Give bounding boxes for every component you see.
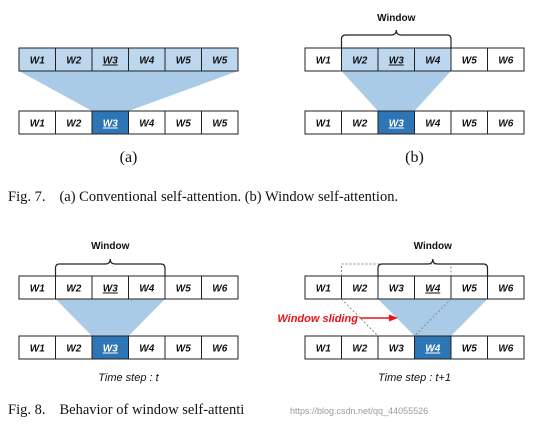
fig8-left-top-cell-5-label: W5: [176, 284, 191, 295]
fig7b-bottom-cell-4-label: W4: [425, 119, 440, 130]
fig7b-top-cell-2-label: W2: [352, 56, 367, 67]
fig8-right-bottom-cell-4-label: W4: [425, 344, 440, 355]
fig7a-bottom-cell-2-label: W2: [66, 119, 81, 130]
window-sliding-label: Window sliding: [277, 313, 358, 325]
fig7a-bottom-cell-6: [201, 110, 239, 135]
fig8-left-window-bracket: [54, 258, 166, 276]
fig8-right-window-label: Window: [414, 241, 452, 252]
fig7b-top-cell-3-label: W3: [389, 56, 404, 67]
fig8-left-bottom-cell-6-label: W6: [212, 344, 227, 355]
fig8-right-bottom-cell-5-label: W5: [462, 344, 477, 355]
fig7a-top-cell-5-label: W5: [176, 56, 191, 67]
fig8-left-bottom-cell-6: [201, 335, 239, 360]
fig7a-bottom-cell-5-label: W5: [176, 119, 191, 130]
fig8-right-bottom-cell-6: [487, 335, 525, 360]
fig8-caption-text: Behavior of window self-attenti: [59, 402, 245, 418]
fig7a-top-cell-6: [201, 47, 239, 72]
window-sliding-arrow-head: [388, 314, 399, 322]
fig8-right-top-cell-3-label: W3: [389, 284, 404, 295]
panel-label-b: (b): [405, 149, 424, 166]
fig8-left-bottom-cell-5-label: W5: [176, 344, 191, 355]
fig8-right-window-bracket: [377, 258, 489, 276]
fig7b-attention-funnel: [341, 71, 451, 111]
fig7-caption-number: Fig. 7.: [8, 189, 46, 205]
fig7b-top-cell-1-label: W1: [316, 56, 331, 67]
fig8-left-attention-funnel: [55, 299, 165, 336]
fig8-left-bottom-cell-1-label: W1: [30, 344, 45, 355]
fig7b-window-bracket: [340, 29, 452, 48]
fig8-right-top-cell-6: [487, 275, 525, 300]
fig8-right-previous-window-dotted: [341, 263, 452, 276]
fig8-right-bottom-cell-1-label: W1: [316, 344, 331, 355]
fig7b-bottom-cell-6: [487, 110, 525, 135]
fig7b-bottom-cell-6-label: W6: [498, 119, 513, 130]
fig8-left-top-cell-1-label: W1: [30, 284, 45, 295]
fig7a-top-cell-6-label: W5: [212, 56, 227, 67]
fig7a-bottom-cell-3-label: W3: [103, 119, 118, 130]
fig8-right-top-cell-2-label: W2: [352, 284, 367, 295]
fig8-left-top-cell-6-label: W6: [212, 284, 227, 295]
watermark: https://blog.csdn.net/qq_44055526: [290, 406, 429, 416]
token-cells-layer: [18, 47, 525, 360]
fig7b-bottom-cell-3-label: W3: [389, 119, 404, 130]
fig7b-top-cell-6: [487, 47, 525, 72]
fig7b-top-cell-5-label: W5: [462, 56, 477, 67]
fig7a-bottom-cell-4-label: W4: [139, 119, 154, 130]
panel-label-a: (a): [120, 149, 138, 166]
fig7-caption-text: (a) Conventional self-attention. (b) Win…: [59, 189, 399, 205]
fig8-caption-number: Fig. 8.: [8, 402, 46, 418]
fig8-caption: Fig. 8. Behavior of window self-attenti: [8, 402, 244, 419]
fig8-left-top-cell-2-label: W2: [66, 284, 81, 295]
fig8-right-top-cell-4-label: W4: [425, 284, 440, 295]
fig7a-attention-funnel: [19, 71, 238, 111]
fig8-right-top-cell-6-label: W6: [498, 284, 513, 295]
funnel-layer: [19, 71, 488, 336]
fig8-left-time-step: Time step : t: [98, 372, 159, 384]
fig8-right-bottom-cell-2-label: W2: [352, 344, 367, 355]
fig7b-top-cell-6-label: W6: [498, 56, 513, 67]
fig8-right-top-cell-1-label: W1: [316, 284, 331, 295]
fig8-right-top-cell-5-label: W5: [462, 284, 477, 295]
fig7a-top-cell-3-label: W3: [103, 56, 118, 67]
fig8-right-bottom-cell-6-label: W6: [498, 344, 513, 355]
fig7-caption: Fig. 7. (a) Conventional self-attention. …: [8, 189, 398, 206]
fig7b-bottom-cell-1-label: W1: [316, 119, 331, 130]
fig8-left-bottom-cell-3-label: W3: [103, 344, 118, 355]
fig7b-bottom-cell-2-label: W2: [352, 119, 367, 130]
fig7a-bottom-cell-1-label: W1: [30, 119, 45, 130]
fig8-left-top-cell-6: [201, 275, 239, 300]
fig8-left-top-cell-4-label: W4: [139, 284, 154, 295]
fig8-left-bottom-cell-4-label: W4: [139, 344, 154, 355]
fig7a-top-cell-4-label: W4: [139, 56, 154, 67]
fig8-right-bottom-cell-3-label: W3: [389, 344, 404, 355]
fig7a-top-cell-1-label: W1: [30, 56, 45, 67]
fig8-left-top-cell-3-label: W3: [103, 284, 118, 295]
fig7a-top-cell-2-label: W2: [66, 56, 81, 67]
fig7a-bottom-cell-6-label: W5: [212, 119, 227, 130]
fig7b-window-label: Window: [377, 13, 415, 24]
fig7b-bottom-cell-5-label: W5: [462, 119, 477, 130]
fig7b-top-cell-4-label: W4: [425, 56, 440, 67]
fig8-right-time-step: Time step : t+1: [378, 372, 451, 384]
fig8-left-window-label: Window: [91, 241, 129, 252]
fig8-left-bottom-cell-2-label: W2: [66, 344, 81, 355]
